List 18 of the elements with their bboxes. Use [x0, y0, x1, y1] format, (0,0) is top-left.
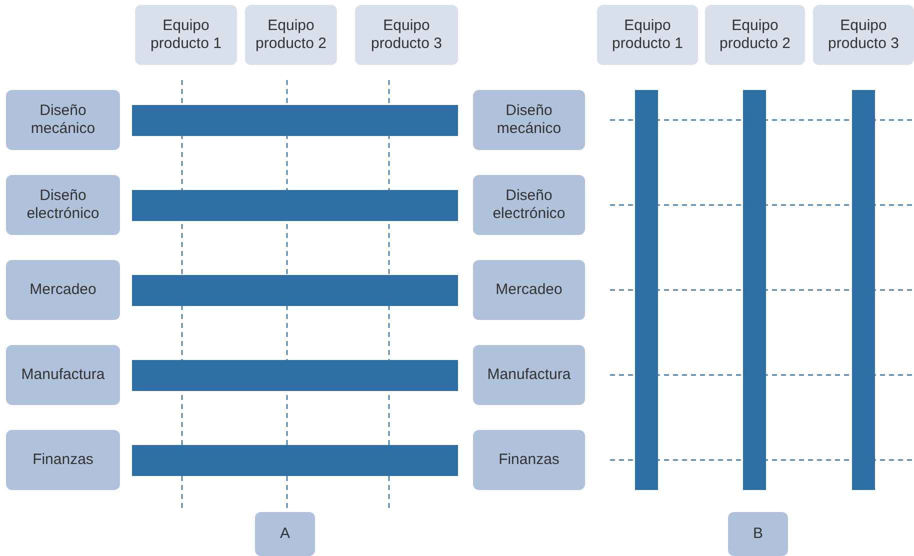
department-box: Mercadeo [6, 260, 120, 320]
department-box: Diseño electrónico [473, 175, 585, 235]
team-header-box: Equipo producto 2 [705, 5, 805, 65]
team-header-box: Equipo producto 3 [355, 5, 458, 65]
team-header-box: Equipo producto 3 [813, 5, 914, 65]
department-box: Manufactura [6, 345, 120, 405]
department-box: Manufactura [473, 345, 585, 405]
team-header-box: Equipo producto 2 [245, 5, 337, 65]
department-box: Diseño mecánico [473, 90, 585, 150]
department-box: Diseño mecánico [6, 90, 120, 150]
department-box: Finanzas [6, 430, 120, 490]
panel-label-box: A [255, 512, 315, 556]
panel-label-box: B [728, 512, 788, 556]
team-header-box: Equipo producto 1 [597, 5, 698, 65]
team-header-box: Equipo producto 1 [135, 5, 237, 65]
department-box: Finanzas [473, 430, 585, 490]
department-box: Diseño electrónico [6, 175, 120, 235]
department-box: Mercadeo [473, 260, 585, 320]
